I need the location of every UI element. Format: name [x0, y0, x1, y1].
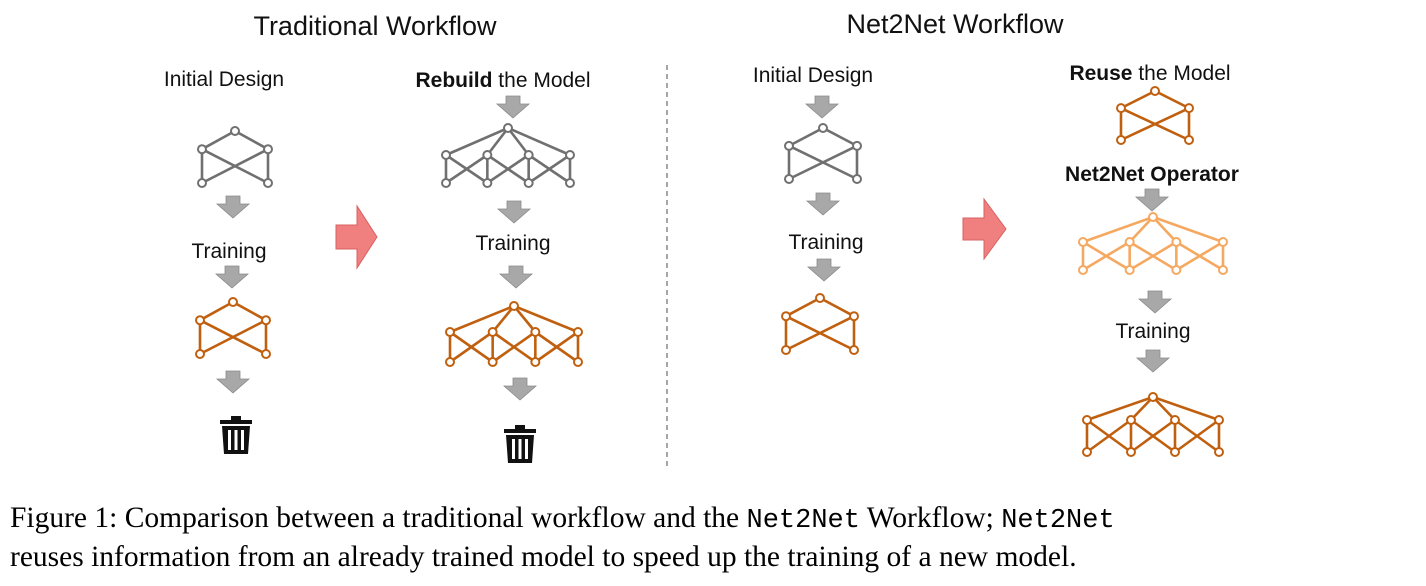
down-arrow-icon: [215, 195, 251, 219]
down-arrow-icon: [495, 95, 531, 119]
label-rebuild: Rebuild the Model: [415, 69, 590, 92]
label-training-3: Training: [788, 231, 863, 254]
down-arrow-icon: [804, 95, 840, 119]
header-traditional: Traditional Workflow: [253, 11, 497, 41]
caption-line-2: reuses information from an already train…: [10, 541, 1077, 573]
label-training-4: Training: [1115, 320, 1190, 343]
down-arrow-icon: [498, 265, 534, 289]
trash-icon: [220, 416, 252, 454]
right-arrow-icon: [335, 204, 378, 270]
caption-line-1: Figure 1: Comparison between a tradition…: [10, 500, 1420, 539]
trash-icon: [504, 425, 536, 463]
down-arrow-icon: [805, 192, 841, 216]
network-initial-untrained: [197, 126, 273, 188]
down-arrow-icon: [1134, 188, 1170, 212]
down-arrow-icon: [806, 258, 842, 282]
down-arrow-icon: [496, 200, 532, 224]
label-reuse: Reuse the Model: [1069, 62, 1230, 85]
down-arrow-icon: [1135, 349, 1171, 373]
workflow-diagram: Traditional Workflow Net2Net Workflow In…: [164, 9, 1239, 468]
network-reused: [1116, 86, 1194, 145]
down-arrow-icon: [214, 265, 250, 289]
down-arrow-icon: [502, 377, 538, 401]
network-initial-untrained: [784, 123, 862, 184]
label-rebuild-rest: the Model: [492, 69, 590, 92]
label-operator: Net2Net Operator: [1065, 163, 1239, 186]
label-training-1: Training: [191, 240, 266, 263]
right-arrow-icon: [962, 197, 1007, 261]
label-training-2: Training: [475, 232, 550, 255]
label-initial-design-left: Initial Design: [164, 68, 284, 91]
label-reuse-rest: the Model: [1132, 62, 1230, 85]
network-initial-trained: [781, 293, 859, 355]
network-expanded: [1078, 212, 1228, 275]
network-expanded-trained: [1082, 392, 1224, 457]
caption-prefix: Figure 1: Comparison between a tradition…: [10, 502, 747, 534]
down-arrow-icon: [215, 370, 251, 394]
label-initial-design-right: Initial Design: [753, 64, 873, 87]
down-arrow-icon: [1137, 290, 1173, 314]
network-rebuilt-untrained: [441, 123, 575, 188]
caption-code-2: Net2Net: [1001, 506, 1115, 536]
label-rebuild-bold: Rebuild: [415, 69, 492, 92]
figure-caption: Figure 1: Comparison between a tradition…: [10, 500, 1420, 575]
network-rebuilt-trained: [445, 301, 583, 367]
network-initial-trained: [195, 297, 271, 359]
header-net2net: Net2Net Workflow: [846, 9, 1064, 39]
caption-code-1: Net2Net: [746, 506, 860, 536]
label-reuse-bold: Reuse: [1069, 62, 1132, 85]
caption-middle: Workflow;: [859, 502, 1002, 534]
